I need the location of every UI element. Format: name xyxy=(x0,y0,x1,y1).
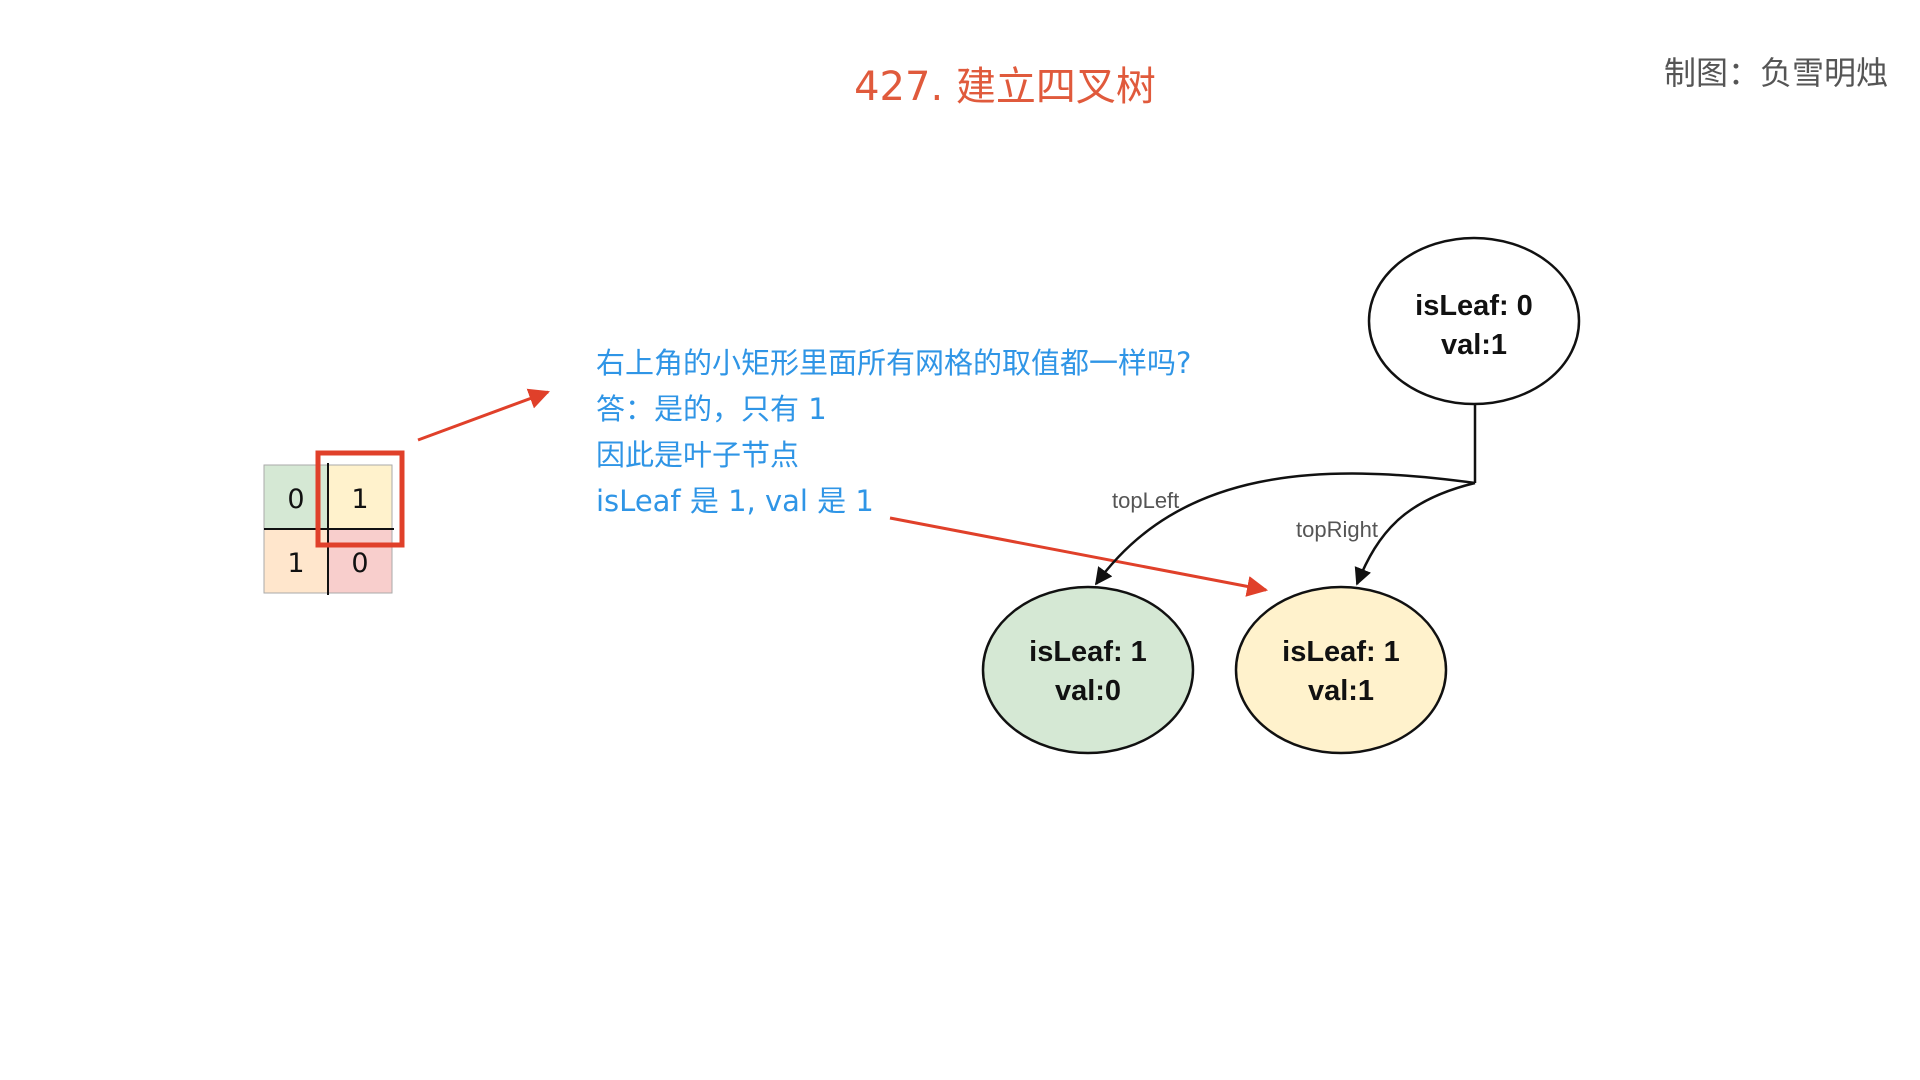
grid-cell-value: 0 xyxy=(351,548,368,579)
red-arrow-to-question xyxy=(417,388,550,442)
grid-cell-value: 0 xyxy=(287,484,304,515)
tree-node-root: isLeaf: 0 val:1 xyxy=(1367,236,1581,406)
edge-label-topright: topRight xyxy=(1296,517,1378,542)
question-text-block: 右上角的小矩形里面所有网格的取值都一样吗? 答：是的，只有 1 因此是叶子节点 … xyxy=(596,340,1191,524)
node-label: isLeaf: 1 xyxy=(1029,636,1147,668)
result-line: isLeaf 是 1, val 是 1 xyxy=(596,484,874,518)
grid-cell-top-right xyxy=(327,464,393,530)
author-credit: 制图：负雪明烛 xyxy=(1663,54,1888,92)
page-title: 427. 建立四叉树 xyxy=(854,64,1156,110)
edge-topright xyxy=(1354,481,1476,586)
tree-edges: topLeft topRight xyxy=(1094,404,1477,586)
node-label: val:1 xyxy=(1308,675,1374,707)
node-label: val:1 xyxy=(1441,329,1507,361)
tree-node-topright: isLeaf: 1 val:1 xyxy=(1234,585,1448,755)
tree-node-root-shape xyxy=(1367,236,1581,406)
grid-2x2: 0 1 1 0 xyxy=(263,450,405,595)
node-label: isLeaf: 0 xyxy=(1415,290,1533,322)
grid-cell-bottom-right xyxy=(327,528,393,594)
conclusion-line: 因此是叶子节点 xyxy=(596,438,800,472)
node-label: isLeaf: 1 xyxy=(1282,636,1400,668)
red-arrow-to-leaf xyxy=(889,516,1269,597)
edge-topleft xyxy=(1094,472,1476,586)
question-line: 右上角的小矩形里面所有网格的取值都一样吗? xyxy=(596,346,1192,380)
tree-node-topleft-shape xyxy=(981,585,1195,755)
grid-cell-value: 1 xyxy=(351,484,368,515)
edge-label-topleft: topLeft xyxy=(1112,488,1179,513)
tree-node-topright-shape xyxy=(1234,585,1448,755)
grid-cell-value: 1 xyxy=(287,548,304,579)
answer-line: 答：是的，只有 1 xyxy=(596,392,827,426)
tree-node-topleft: isLeaf: 1 val:0 xyxy=(981,585,1195,755)
node-label: val:0 xyxy=(1055,675,1121,707)
highlight-box xyxy=(315,450,405,548)
